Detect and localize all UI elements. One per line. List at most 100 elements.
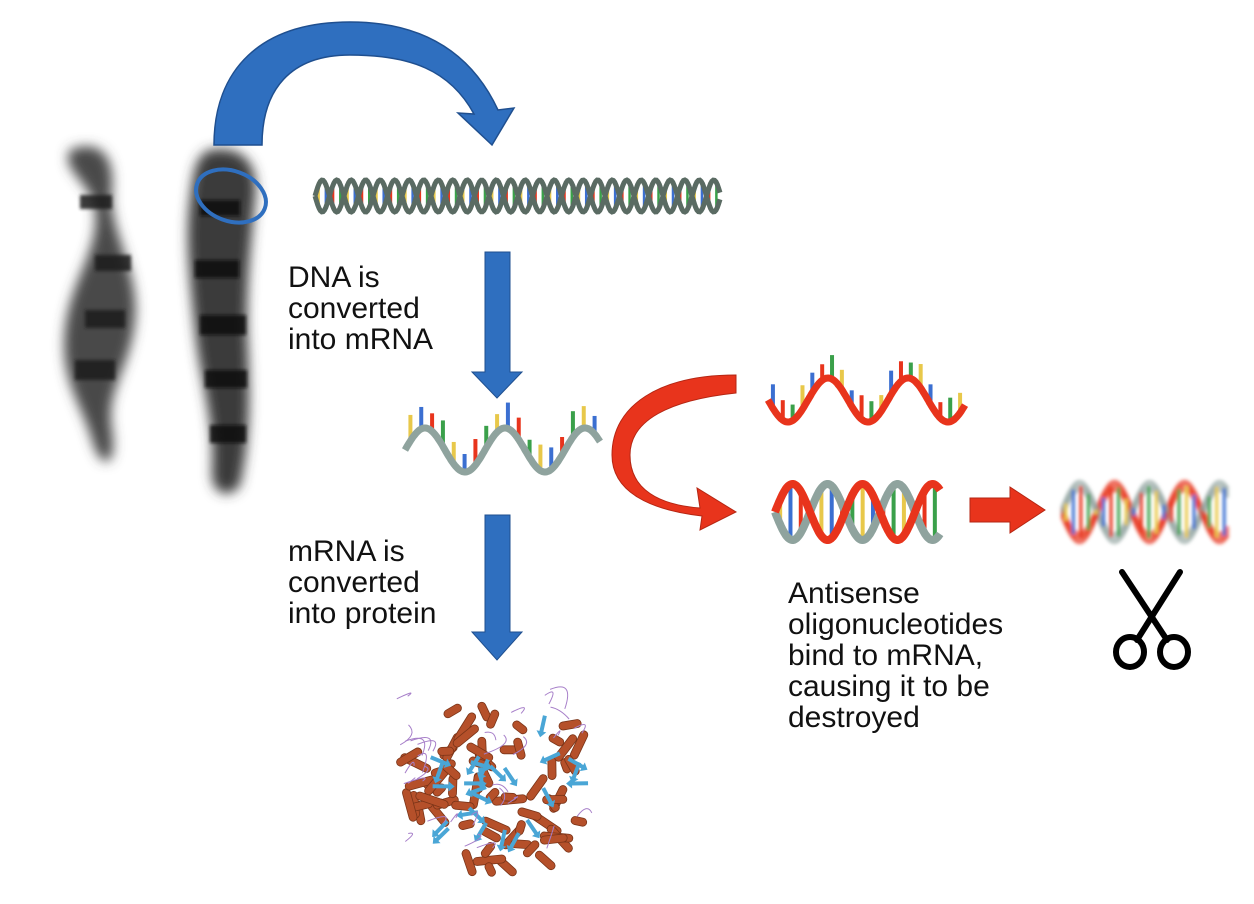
mrna-backbone [771,480,944,545]
beta-sheet [456,809,479,820]
alpha-helix [486,709,500,729]
beta-sheet [432,819,449,837]
coil-loop [573,724,586,734]
beta-sheet [539,751,561,765]
antisense-backbone [764,374,969,426]
degraded-mrna [1060,479,1230,545]
chromosome-icon [64,146,256,494]
beta-sheet [429,755,452,768]
coil-loop [405,737,426,756]
beta-sheet [541,787,556,808]
coil-loop [499,787,506,806]
alpha-helix [517,807,542,821]
beta-sheet [488,764,507,782]
mrna-strand [401,402,603,476]
curved-blue-arrow [213,21,516,147]
alpha-helix [484,862,496,877]
caption-line: converted [288,566,420,599]
beta-sheet [467,806,485,824]
antisense-backbone [771,479,944,544]
arrow-mrna-to-protein [470,514,524,661]
scissors-icon [1113,569,1191,670]
coil-loop [404,832,413,842]
caption-line: into protein [288,597,437,630]
coil-loop [550,706,570,720]
caption-line: oligonucleotides [788,608,1004,641]
caption-line: destroyed [788,701,920,734]
protein-structure-icon [396,686,593,877]
coil-loop [427,816,447,824]
beta-sheet [525,818,541,839]
highlight-ring [194,167,268,225]
alpha-helix [396,747,423,767]
beta-sheet [569,761,582,784]
coil-loop [396,692,412,700]
caption-line: mRNA is [288,535,405,568]
coil-loop [417,740,437,752]
backbone-strand [312,177,723,215]
alpha-helix [570,816,588,827]
coil-loop [512,736,528,756]
beta-sheet [477,758,490,780]
alpha-helix [534,850,556,871]
caption-line: DNA is [288,261,380,294]
antisense-mrna-duplex [771,479,944,545]
mrna-to-protein-caption: mRNA is converted into protein [288,536,436,629]
alpha-helix [402,788,418,822]
coil-loop [576,808,593,817]
coil-loop [403,777,426,785]
beta-sheet [432,762,445,784]
coil-loop [507,796,519,804]
beta-sheet [502,766,518,787]
beta-sheet [432,781,455,792]
alpha-helix [437,746,455,756]
mrna-backbone [401,424,603,476]
alpha-helix [458,819,475,830]
beta-sheet [506,832,521,853]
alpha-helix [415,791,449,809]
alpha-helix [452,724,479,748]
alpha-helix [512,720,528,735]
beta-sheet [471,791,493,805]
red-arrow-to-degradation [969,486,1046,534]
alpha-helix [539,833,568,845]
coil-loop [399,724,413,746]
arrow-dna-to-mrna [470,251,524,399]
coil-loop [483,734,507,755]
coil-loop [484,731,497,741]
dna-helix [312,177,723,215]
beta-sheet [466,755,481,775]
beta-sheet [567,757,588,772]
dna-to-mrna-caption: DNA is converted into mRNA [288,262,433,355]
caption-line: bind to mRNA, [788,639,984,672]
coil-loop [410,737,432,751]
coil-loop [404,761,415,774]
coil-loop [417,752,427,773]
beta-sheet [566,778,589,789]
alpha-helix [500,792,518,802]
beta-sheet [464,778,487,789]
coil-loop [549,686,569,710]
beta-sheet [536,715,547,738]
alpha-helix [451,800,475,812]
alpha-helix [443,703,462,719]
coil-loop [476,842,496,849]
beta-sheet [473,821,488,842]
coil-loop [553,730,561,739]
caption-line: converted [288,292,420,325]
antisense-oligonucleotide-strand [764,355,969,426]
alpha-helix [514,820,526,836]
antisense-caption: Antisense oligonucleotides bind to mRNA,… [788,578,1003,733]
caption-line: causing it to be [788,670,990,703]
alpha-helix [461,849,477,877]
caption-line: Antisense [788,577,920,610]
alpha-helix [522,840,540,858]
alpha-helix [558,719,582,731]
alpha-helix [526,774,548,801]
coil-loop [416,765,429,780]
coil-loop [492,783,509,793]
coil-loop [546,825,555,849]
coil-loop [510,707,525,714]
coil-loop [450,813,458,823]
coil-loop [544,691,554,705]
